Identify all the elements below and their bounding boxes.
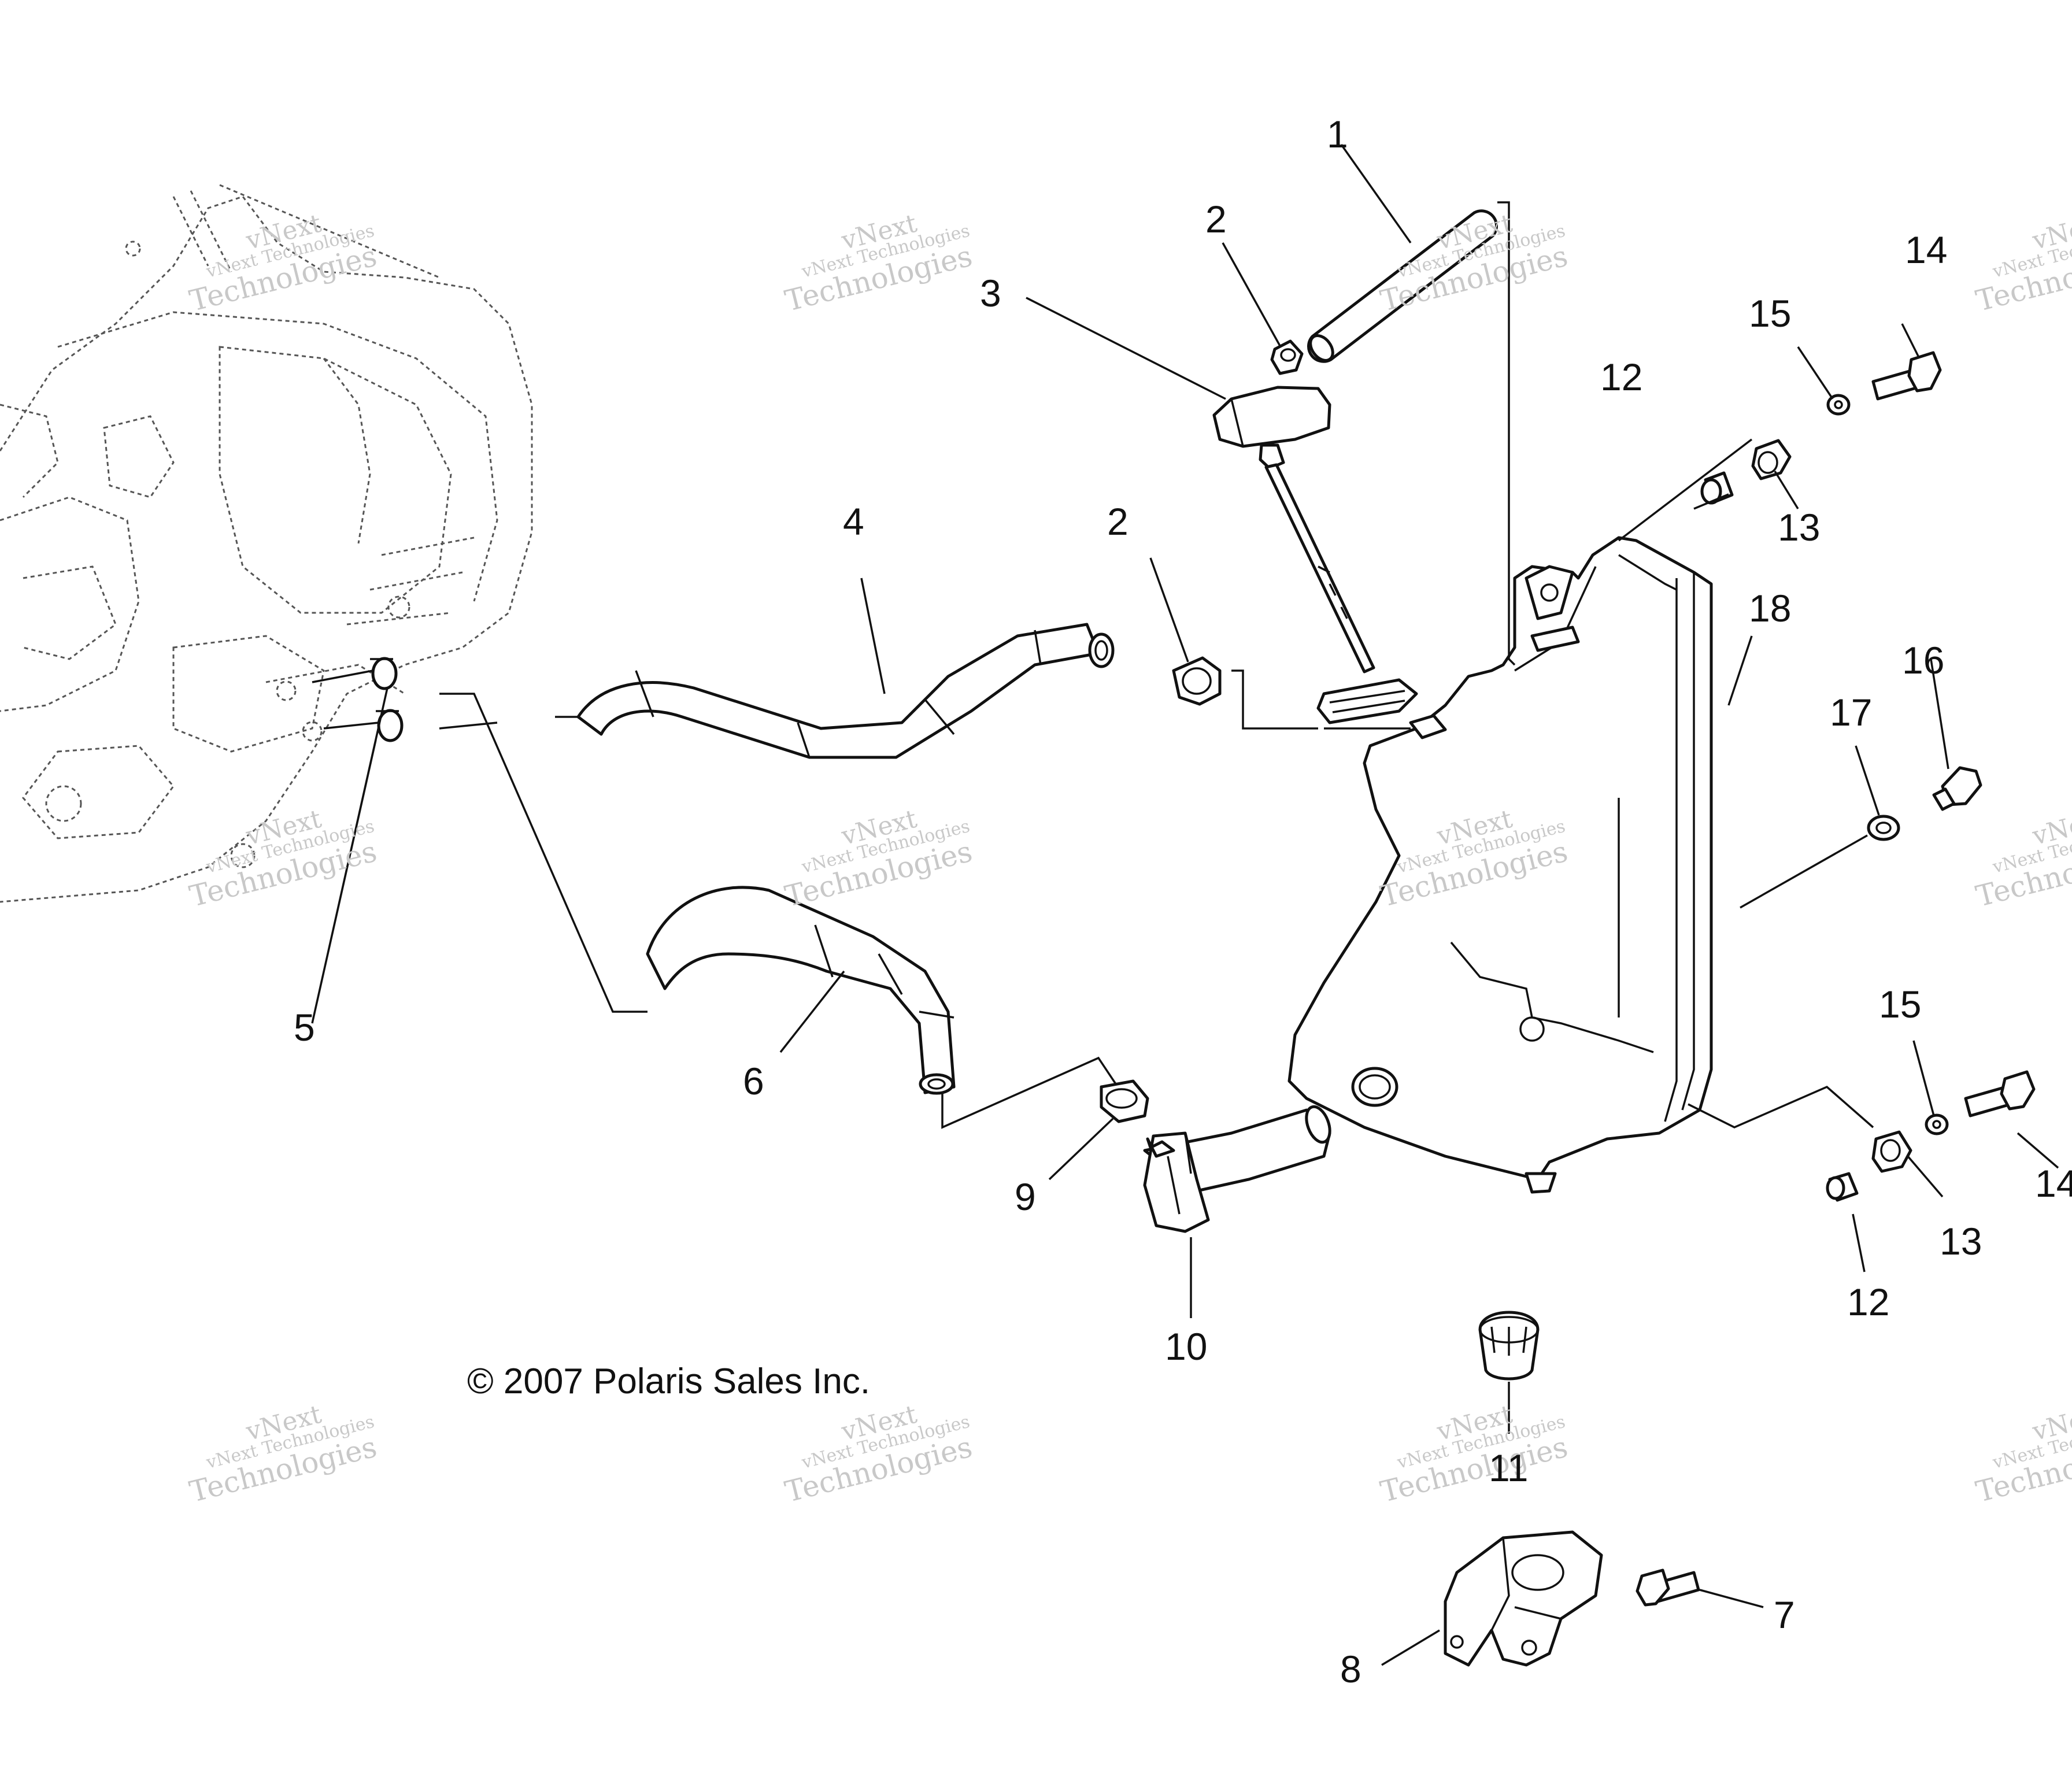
callout-16: 16	[1902, 639, 1944, 682]
callout-13-upper: 13	[1778, 506, 1820, 549]
hose-clamp-middle-part	[1172, 656, 1222, 706]
callout-2-middle: 2	[1107, 500, 1128, 543]
copyright-text: © 2007 Polaris Sales Inc.	[467, 1361, 870, 1401]
drain-plug-part	[1867, 766, 1982, 841]
elbow-fitting-part	[1143, 1105, 1331, 1233]
callout-10: 10	[1165, 1325, 1207, 1368]
callout-2-upper: 2	[1205, 198, 1227, 240]
callout-1: 1	[1327, 113, 1348, 156]
dipstick-cap-part	[1212, 386, 1375, 674]
callout-18: 18	[1749, 587, 1791, 630]
hose-clamp-upper-part	[1270, 339, 1304, 375]
callout-15-lower: 15	[1879, 983, 1921, 1026]
callout-17: 17	[1830, 691, 1872, 734]
callout-12-lower: 12	[1847, 1281, 1889, 1323]
lower-mount-hardware-part	[1826, 1070, 2036, 1202]
hose-clamp-lower-part	[1100, 1079, 1149, 1123]
callout-11: 11	[1489, 1446, 1529, 1489]
vent-tube-part	[1307, 209, 1498, 363]
callout-13-lower: 13	[1940, 1220, 1982, 1263]
callout-7: 7	[1774, 1593, 1795, 1636]
upper-mount-hardware-part	[1700, 351, 1942, 505]
bolt-part	[1636, 1568, 1700, 1607]
callout-labels: 1 2 3 4 2 5 6 9 10 11 8 7 12 15 14 13 18…	[294, 113, 2072, 1690]
leader-lines	[311, 143, 2059, 1666]
callout-14-lower: 14	[2035, 1162, 2072, 1205]
callout-8: 8	[1340, 1648, 1361, 1690]
callout-9: 9	[1015, 1175, 1036, 1218]
callout-5: 5	[294, 1006, 315, 1049]
upper-hose-part	[576, 623, 1115, 759]
callout-14-upper: 14	[1905, 228, 1947, 271]
oil-tank-part	[1287, 536, 1713, 1194]
grommet-part	[1478, 1311, 1540, 1381]
lower-hose-part	[646, 886, 956, 1095]
callout-15-upper: 15	[1749, 292, 1791, 335]
callout-3: 3	[980, 272, 1001, 314]
callout-4: 4	[843, 500, 864, 543]
callout-6: 6	[743, 1060, 764, 1102]
callout-12-upper: 12	[1600, 356, 1642, 398]
engine-clamps-part	[370, 657, 404, 742]
bracket-part	[1444, 1530, 1603, 1667]
